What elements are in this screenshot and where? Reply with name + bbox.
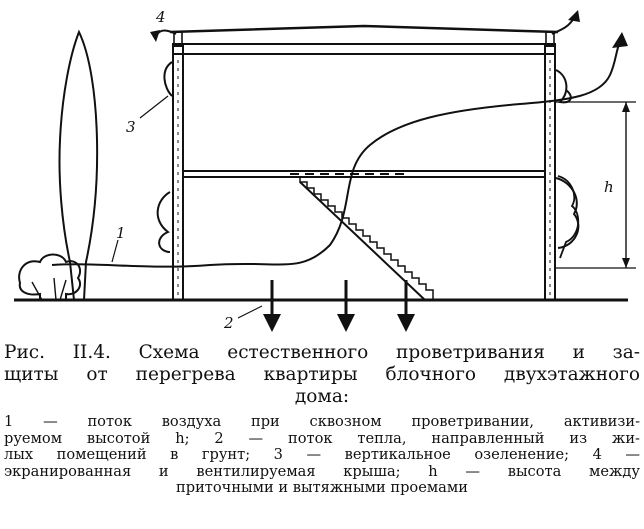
caption-title: Рис. II.4. Схема естественного проветрив… [4,342,640,408]
legend-line: лых помещений в грунт; 3 — вертикальное … [4,446,640,464]
heat-flow-arrows [263,280,415,332]
height-dimension [556,101,636,269]
building-ventilation-diagram: 4 3 1 2 h [14,8,636,332]
airflow-arrow-icon [612,32,628,48]
label-h: h [604,178,614,196]
tree-icon [58,29,99,301]
label-4: 4 [155,8,166,26]
bush-icon-right [557,175,580,259]
figure-caption: Рис. II.4. Схема естественного проветрив… [4,342,640,497]
caption-title-line: Рис. II.4. Схема естественного проветрив… [4,342,640,363]
roof-slab [172,43,556,55]
airflow-path [51,41,621,268]
vertical-greenery-left [156,61,173,253]
legend-line: приточными и вытяжными проемами [176,479,468,497]
roof-screen [169,24,559,34]
label-1: 1 [116,224,126,242]
label-3: 3 [126,118,136,136]
legend-line: 1 — поток воздуха при сквозном проветрив… [4,413,640,430]
label-2: 2 [223,314,234,332]
leader-3 [139,95,169,119]
legend-line: руемом высотой h; 2 — поток тепла, напра… [4,429,640,447]
staircase [299,177,434,300]
leader-2 [237,305,263,319]
caption-legend: 1 — поток воздуха при сквозном проветрив… [4,413,640,497]
legend-line: экранированная и вентилируемая крыша; h … [4,462,640,480]
caption-title-line: дома: [294,386,350,407]
caption-title-line: щиты от перегрева квартиры блочного двух… [4,364,640,385]
floor-slab [182,170,546,178]
leader-1 [111,239,119,263]
